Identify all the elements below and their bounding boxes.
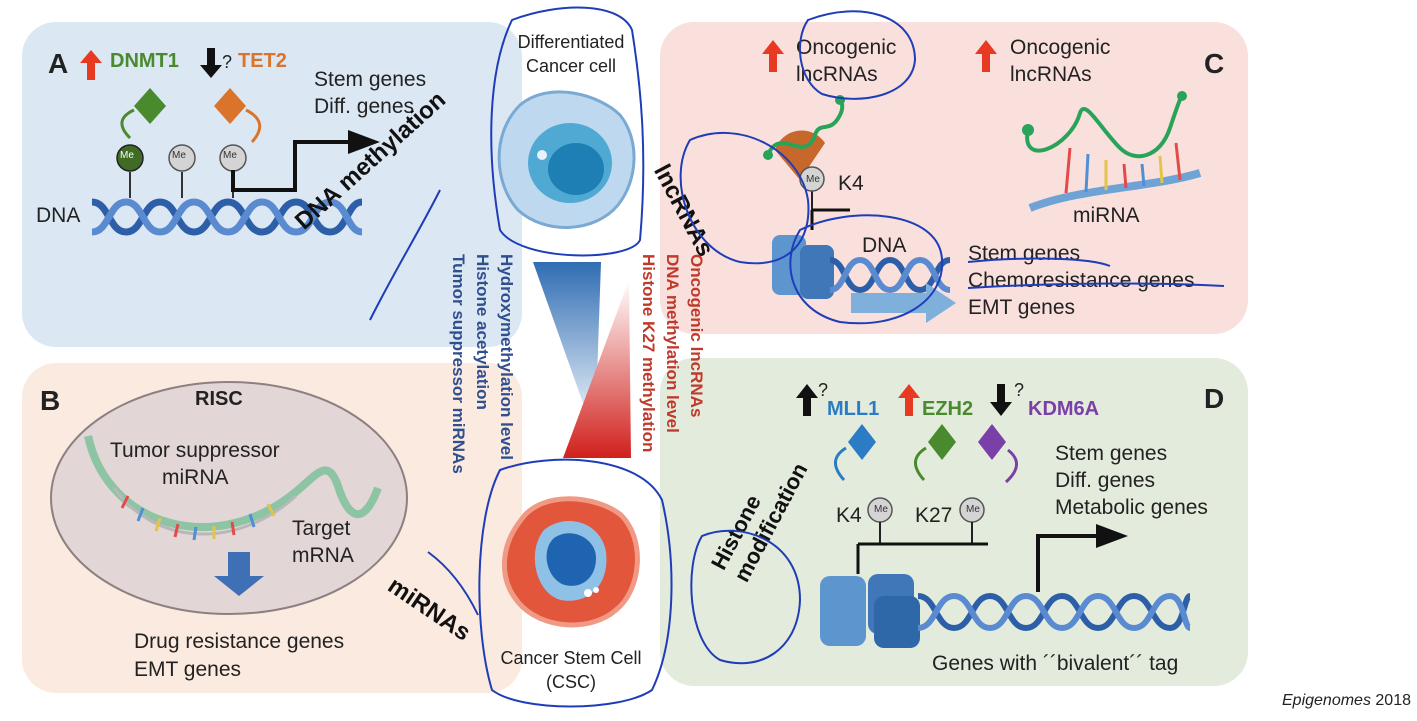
panel-d-gene-1: Stem genes — [1055, 442, 1168, 465]
blue-list-item-1: Hydroxymethylation level — [497, 254, 516, 460]
panel-a-letter: A — [48, 48, 69, 79]
mirna-label-b: miRNA — [162, 466, 229, 489]
panel-c-letter: C — [1204, 48, 1225, 79]
mirna-label-c: miRNA — [1073, 204, 1140, 227]
blue-gradient-wedge — [533, 262, 601, 437]
kdm6a-question: ? — [1014, 380, 1025, 400]
k27-label-d: K27 — [915, 504, 953, 527]
dna-helix-icon — [91, 198, 363, 236]
panel-lncrnas — [660, 22, 1248, 334]
red-list-item-1: Oncogenic lncRNAs — [687, 254, 706, 418]
me-label-a1: Me — [120, 150, 134, 161]
panel-b-gene-1: Drug resistance genes — [134, 630, 345, 653]
cancer-stem-cell-icon — [502, 496, 640, 628]
me-label-d2: Me — [966, 504, 980, 515]
blue-list-item-2: Histone acetylation — [473, 254, 492, 410]
risc-ellipse — [50, 381, 408, 615]
oncogenic-label-1: Oncogenic — [796, 36, 897, 59]
panel-histone-modification — [660, 358, 1248, 686]
k4-label-d: K4 — [836, 504, 862, 527]
csc-label-1: Cancer Stem Cell — [500, 648, 642, 668]
bivalent-tag-label: Genes with ´´bivalent´´ tag — [932, 652, 1179, 675]
panel-dna-methylation — [22, 22, 522, 347]
blue-list: Hydroxymethylation level Histone acetyla… — [446, 254, 518, 474]
citation: Epigenomes 2018 — [1282, 692, 1411, 710]
down-arrow-icon — [200, 48, 222, 78]
k4-label-c: K4 — [838, 172, 864, 195]
lncrnas-label-1: lncRNAs — [796, 63, 878, 86]
panel-d-letter: D — [1204, 383, 1225, 414]
bivalent-chromatin-graphic — [820, 497, 1192, 648]
panel-d-enzymes-graphic — [834, 424, 1018, 484]
mll1-label: MLL1 — [827, 398, 880, 420]
panel-a-enzymes-graphic — [116, 88, 380, 198]
target-label: Target — [292, 517, 351, 540]
up-arrow-icon — [762, 40, 784, 72]
panel-d-gene-3: Metabolic genes — [1055, 496, 1208, 519]
me-label-a3: Me — [223, 150, 237, 161]
panel-d-gene-2: Diff. genes — [1055, 469, 1156, 492]
mll1-question: ? — [818, 380, 829, 400]
top-cell-label-2: Cancer cell — [525, 56, 617, 76]
tet2-question: ? — [222, 52, 233, 72]
csc-label-2: (CSC) — [546, 672, 596, 692]
red-list-item-3: Histone K27 methylation — [639, 254, 658, 453]
citation-journal: Epigenomes — [1282, 692, 1371, 709]
tumor-suppressor-label: Tumor suppressor — [110, 439, 280, 462]
me-label-c: Me — [806, 174, 820, 185]
up-arrow-icon — [80, 50, 102, 80]
panel-c-gene-3: EMT genes — [968, 296, 1075, 319]
red-list: Oncogenic lncRNAs DNA methylation level … — [636, 254, 708, 452]
panel-a-gene-1: Stem genes — [314, 68, 427, 91]
up-arrow-icon — [796, 384, 818, 416]
mrna-label: mRNA — [292, 544, 354, 567]
oncogenic-label-2: Oncogenic — [1010, 36, 1111, 59]
differentiated-cell-icon — [497, 90, 636, 229]
me-label-a2: Me — [172, 150, 186, 161]
panel-a-gene-2: Diff. genes — [314, 95, 415, 118]
dna-label-a: DNA — [36, 204, 81, 227]
panel-b-gene-2: EMT genes — [134, 658, 241, 681]
lncrnas-label-2: lncRNAs — [1010, 63, 1092, 86]
blue-list-item-3: Tumor suppressor miRNAs — [449, 254, 468, 474]
up-arrow-icon — [898, 384, 920, 416]
tet2-label: TET2 — [238, 50, 287, 72]
dnmt1-label: DNMT1 — [110, 50, 179, 72]
top-cell-label-1: Differentiated — [517, 32, 625, 52]
down-arrow-icon — [990, 384, 1012, 416]
panel-b-letter: B — [40, 385, 61, 416]
kdm6a-label: KDM6A — [1028, 398, 1100, 420]
me-label-d1: Me — [874, 504, 888, 515]
mirna-duplex-graphic — [1022, 91, 1202, 212]
citation-year: 2018 — [1375, 692, 1411, 709]
dna-label-c: DNA — [862, 234, 907, 257]
red-list-item-2: DNA methylation level — [663, 254, 682, 433]
risc-label: RISC — [195, 388, 243, 410]
ezh2-label: EZH2 — [922, 398, 974, 420]
red-gradient-wedge — [563, 280, 631, 458]
lncrna-chromatin-graphic — [763, 95, 956, 323]
up-arrow-icon — [975, 40, 997, 72]
